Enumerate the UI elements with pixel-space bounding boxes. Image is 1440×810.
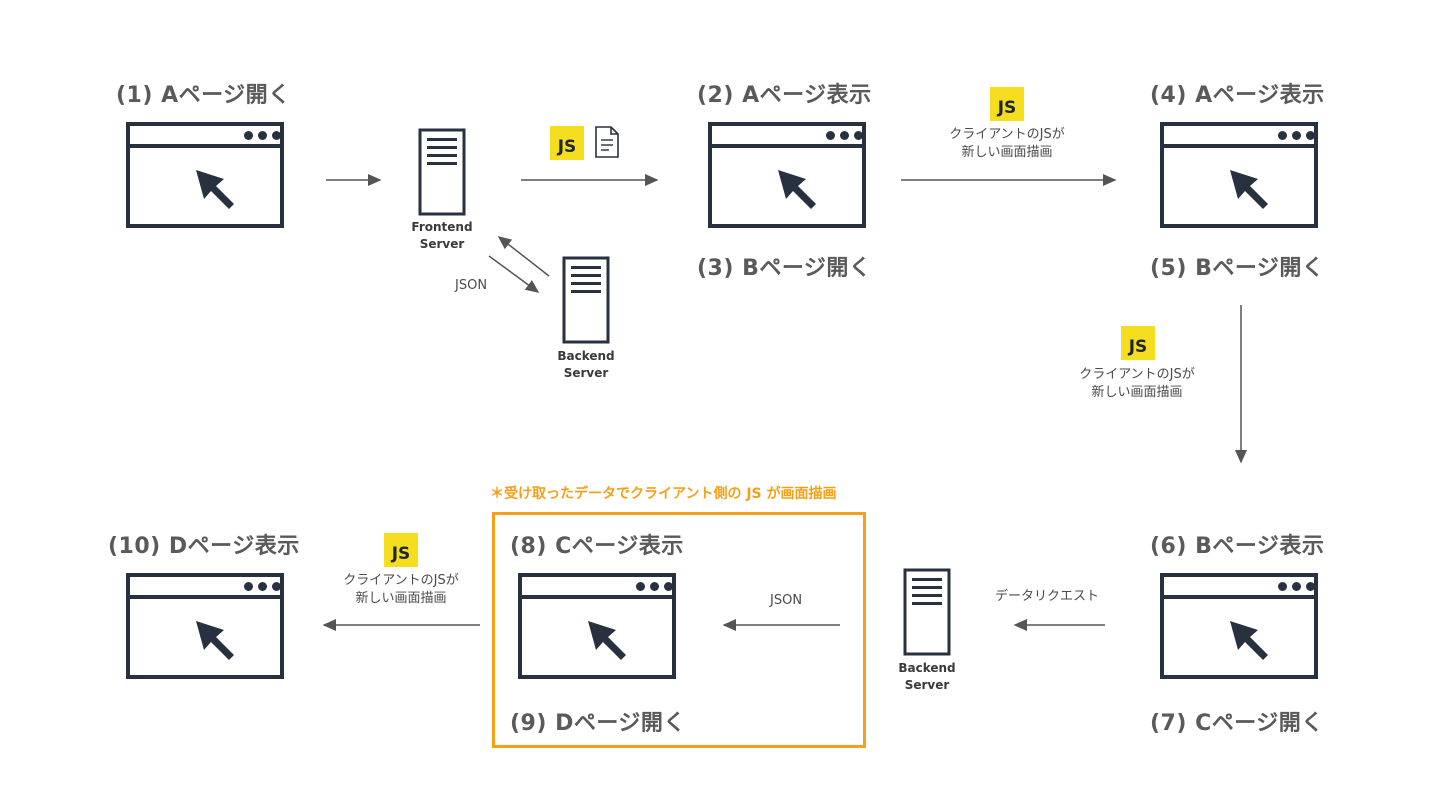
backend-server-label-line2: Server	[563, 366, 609, 380]
step-4-label: (4) Aページ表示	[1150, 83, 1325, 108]
json-label: JSON	[770, 593, 803, 608]
document-icon	[595, 126, 619, 158]
backend-server-label: Backend Server	[542, 348, 630, 382]
server-icon	[418, 128, 466, 216]
arrow-backend-to-frontend	[497, 236, 550, 277]
cursor-arrow-icon	[196, 170, 234, 209]
client-render-caption-line2: 新しい画面描画	[1091, 385, 1183, 400]
note-text: ＊受け取ったデータでクライアント側の JS が画面描画	[490, 486, 837, 502]
highlight-box	[492, 512, 866, 748]
js-badge: JS	[384, 533, 418, 567]
client-render-caption-line1: クライアントのJSが	[343, 573, 459, 588]
frontend-server-label-line2: Server	[419, 237, 465, 251]
client-render-caption-line1: クライアントのJSが	[1079, 367, 1195, 382]
frontend-server-label-line1: Frontend	[411, 220, 473, 234]
backend-server-label: Backend Server	[883, 660, 971, 694]
step-5-label: (5) Bページ開く	[1150, 256, 1325, 281]
browser-window-icon	[708, 122, 866, 228]
client-render-caption: クライアントのJSが 新しい画面描画	[302, 572, 500, 608]
js-badge: JS	[990, 87, 1024, 121]
client-render-caption-line2: 新しい画面描画	[961, 145, 1053, 160]
frontend-server-label: Frontend Server	[398, 219, 486, 253]
client-render-caption-line1: クライアントのJSが	[949, 127, 1065, 142]
json-label: JSON	[455, 278, 488, 293]
cursor-arrow-icon	[1230, 621, 1268, 660]
browser-window-icon	[126, 122, 284, 228]
data-request-label: データリクエスト	[995, 589, 1100, 604]
client-render-caption: クライアントのJSが 新しい画面描画	[1038, 366, 1236, 402]
backend-server-label-line1: Backend	[898, 661, 956, 675]
step-9-label: (9) Dページ開く	[510, 711, 686, 736]
step-3-label: (3) Bページ開く	[697, 256, 872, 281]
client-render-caption-line2: 新しい画面描画	[355, 591, 447, 606]
cursor-arrow-icon	[1230, 170, 1268, 209]
step-2-label: (2) Aページ表示	[697, 83, 872, 108]
cursor-arrow-icon	[588, 621, 626, 660]
client-render-caption: クライアントのJSが 新しい画面描画	[908, 126, 1106, 162]
cursor-arrow-icon	[196, 621, 234, 660]
browser-window-icon	[518, 573, 676, 679]
browser-window-icon	[126, 573, 284, 679]
browser-window-icon	[1160, 122, 1318, 228]
backend-server-label-line1: Backend	[557, 349, 615, 363]
cursor-arrow-icon	[778, 170, 816, 209]
step-7-label: (7) Cページ開く	[1150, 711, 1324, 736]
step-10-label: (10) Dページ表示	[108, 534, 300, 559]
server-icon	[562, 256, 610, 344]
server-icon	[903, 568, 951, 656]
backend-server-label-line2: Server	[904, 678, 950, 692]
browser-window-icon	[1160, 573, 1318, 679]
js-badge: JS	[550, 126, 584, 160]
step-6-label: (6) Bページ表示	[1150, 534, 1325, 559]
arrow-frontend-to-backend	[488, 255, 540, 293]
js-badge: JS	[1121, 326, 1155, 360]
step-1-label: (1) Aページ開く	[116, 83, 291, 108]
step-8-label: (8) Cページ表示	[510, 534, 684, 559]
